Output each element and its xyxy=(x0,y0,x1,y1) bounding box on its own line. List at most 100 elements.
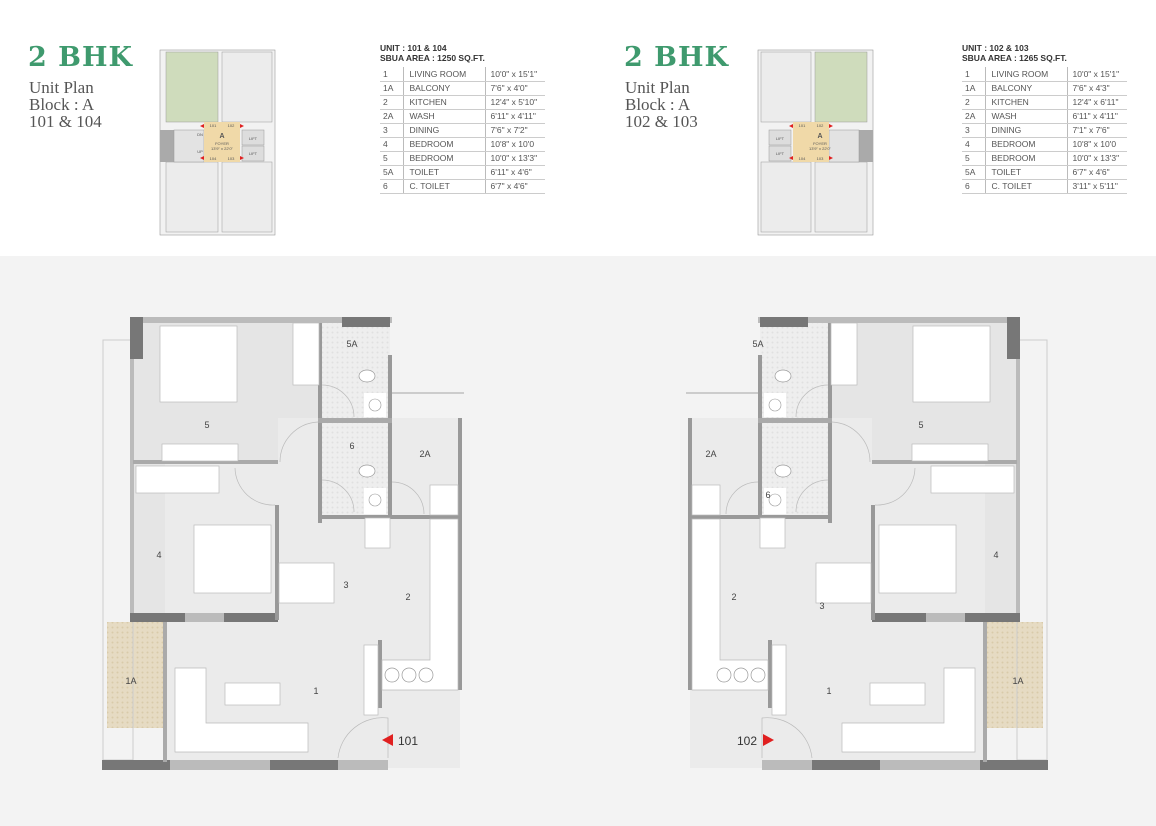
room-dim: 10'0" x 15'1" xyxy=(485,67,545,82)
unit-label: 102 xyxy=(228,123,235,128)
subtitle-line: 102 & 103 xyxy=(625,112,698,131)
lift-label: LIFT xyxy=(776,136,785,141)
lift-label: LIFT xyxy=(776,151,785,156)
left-area-table: UNIT : 101 & 104 SBUA AREA : 1250 SQ.FT.… xyxy=(380,43,545,194)
right-room-labels: 5A 5 6 2A 4 3 2 1A 1 102 xyxy=(705,339,1023,748)
room-no: 1 xyxy=(962,67,986,82)
room-no: 3 xyxy=(380,123,404,138)
room-dim: 12'4" x 5'10" xyxy=(485,95,545,110)
room-name: LIVING ROOM xyxy=(985,67,1068,82)
unit-label: 101 xyxy=(799,123,806,128)
foyer-dim: 13'9" x 22'0" xyxy=(809,146,832,151)
left-key-plan: A FOYER 13'9" x 22'0" LIFT LIFT DN UP 10… xyxy=(159,49,276,236)
room-no: 2 xyxy=(962,95,986,110)
room-name: BEDROOM xyxy=(985,137,1068,152)
room-label: 1 xyxy=(313,686,318,696)
room-no: 4 xyxy=(380,137,404,152)
left-subtitle: Unit Plan Block : A 101 & 104 xyxy=(29,79,102,130)
room-dim: 6'11" x 4'6" xyxy=(485,165,545,180)
subtitle-line: Block : A xyxy=(625,95,691,114)
block-label: A xyxy=(219,133,224,140)
room-dim: 3'11" x 5'11" xyxy=(1067,179,1127,194)
room-dim: 7'6" x 4'3" xyxy=(1067,81,1127,96)
room-name: BALCONY xyxy=(985,81,1068,96)
right-subtitle: Unit Plan Block : A 102 & 103 xyxy=(625,79,698,130)
room-label: 2A xyxy=(419,449,430,459)
room-label: 3 xyxy=(343,580,348,590)
area-line: SBUA AREA : 1265 SQ.FT. xyxy=(962,53,1067,63)
room-name: WASH xyxy=(403,109,486,124)
room-dim: 6'11" x 4'11" xyxy=(1067,109,1127,124)
room-dim: 6'7" x 4'6" xyxy=(485,179,545,194)
room-dim: 10'0" x 15'1" xyxy=(1067,67,1127,82)
room-label: 2 xyxy=(405,592,410,602)
unit-label: 103 xyxy=(228,156,235,161)
unit-label: 102 xyxy=(817,123,824,128)
room-label: 6 xyxy=(765,490,770,500)
left-room-labels: 5A 5 6 2A 4 3 2 1A 1 101 xyxy=(125,339,430,748)
room-label: 1A xyxy=(1012,676,1023,686)
room-label: 4 xyxy=(156,550,161,560)
room-no: 5A xyxy=(962,165,986,180)
room-dim: 10'0" x 13'3" xyxy=(1067,151,1127,166)
room-no: 2A xyxy=(962,109,986,124)
room-name: BEDROOM xyxy=(403,137,486,152)
left-title: 2 BHK xyxy=(28,42,133,73)
up-label: UP xyxy=(197,149,203,154)
room-label: 3 xyxy=(819,601,824,611)
room-dim: 10'8" x 10'0 xyxy=(1067,137,1127,152)
room-no: 5 xyxy=(962,151,986,166)
room-name: DINING xyxy=(403,123,486,138)
room-label: 4 xyxy=(993,550,998,560)
room-dim: 7'6" x 7'2" xyxy=(485,123,545,138)
room-no: 5A xyxy=(380,165,404,180)
room-dim: 7'1" x 7'6" xyxy=(1067,123,1127,138)
foyer-dim: 13'9" x 22'0" xyxy=(211,146,234,151)
unit-label: 104 xyxy=(210,156,217,161)
room-name: WASH xyxy=(985,109,1068,124)
room-label: 2A xyxy=(705,449,716,459)
room-dim: 6'11" x 4'11" xyxy=(485,109,545,124)
area-line: SBUA AREA : 1250 SQ.FT. xyxy=(380,53,485,63)
room-label: 6 xyxy=(349,441,354,451)
room-label: 5A xyxy=(752,339,763,349)
room-name: TOILET xyxy=(985,165,1068,180)
room-no: 6 xyxy=(962,179,986,194)
room-name: DINING xyxy=(985,123,1068,138)
room-label: 5 xyxy=(918,420,923,430)
room-name: C. TOILET xyxy=(985,179,1068,194)
room-name: LIVING ROOM xyxy=(403,67,486,82)
right-key-plan: A FOYER 13'9" x 22'0" LIFT LIFT 101 102 … xyxy=(757,49,874,236)
right-area-table: UNIT : 102 & 103 SBUA AREA : 1265 SQ.FT.… xyxy=(962,43,1127,194)
subtitle-line: Block : A xyxy=(29,95,95,114)
room-dim: 10'0" x 13'3" xyxy=(485,151,545,166)
room-dim: 6'7" x 4'6" xyxy=(1067,165,1127,180)
subtitle-line: 101 & 104 xyxy=(29,112,102,131)
room-label: 1A xyxy=(125,676,136,686)
unit-number: 102 xyxy=(737,734,757,748)
subtitle-line: Unit Plan xyxy=(625,78,690,97)
unit-label: 103 xyxy=(817,156,824,161)
unit-line: UNIT : 101 & 104 xyxy=(380,43,447,53)
room-no: 2A xyxy=(380,109,404,124)
room-dim: 10'8" x 10'0 xyxy=(485,137,545,152)
block-label: A xyxy=(817,133,822,140)
room-dim: 7'6" x 4'0" xyxy=(485,81,545,96)
room-name: TOILET xyxy=(403,165,486,180)
room-no: 5 xyxy=(380,151,404,166)
room-no: 3 xyxy=(962,123,986,138)
left-floor-plan xyxy=(101,316,465,771)
